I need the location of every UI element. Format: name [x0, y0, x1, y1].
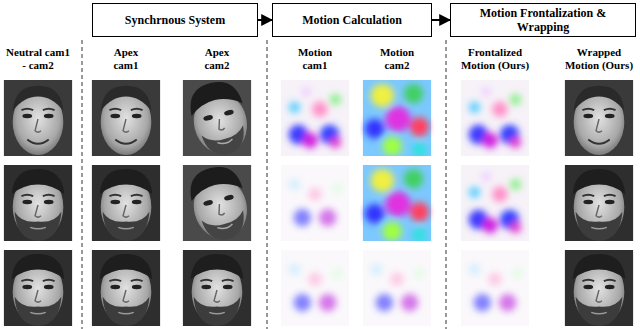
flow-map — [281, 165, 349, 241]
flow-map — [281, 80, 349, 156]
separator-line — [446, 40, 447, 329]
face-photo — [183, 77, 254, 161]
column-label: Frontalized Motion (Ours) — [457, 46, 533, 72]
flow-map — [363, 250, 431, 326]
stage-header-box: Motion Calculation — [272, 3, 432, 37]
column-label: Apex cam1 — [106, 46, 146, 72]
column-label: Wrapped Motion (Ours) — [561, 46, 637, 72]
face-photo — [565, 165, 633, 241]
flow-map — [461, 165, 529, 241]
column-label: Motion cam1 — [292, 46, 338, 72]
column-label: Neutral cam1 - cam2 — [6, 46, 70, 72]
face-photo — [565, 250, 633, 326]
stage-title: Synchrnous System — [125, 13, 225, 27]
column-label: Apex cam2 — [197, 46, 237, 72]
face-photo — [92, 250, 160, 326]
face-photo — [4, 250, 72, 326]
face-photo — [4, 80, 72, 156]
flow-map — [363, 80, 431, 158]
face-photo — [565, 80, 633, 156]
flow-map — [363, 165, 431, 243]
flow-map — [461, 80, 529, 156]
stage-header-box: Motion Frontalization & Wrapping — [450, 3, 636, 37]
stage-title: Motion Frontalization & Wrapping — [459, 6, 627, 34]
stage-title: Motion Calculation — [302, 13, 402, 27]
face-photo — [92, 80, 160, 156]
separator-line — [82, 40, 83, 329]
flow-arrow — [258, 19, 272, 21]
face-photo — [183, 250, 251, 326]
column-label: Motion cam2 — [374, 46, 420, 72]
separator-line — [267, 40, 268, 329]
face-photo — [4, 165, 72, 241]
stage-header-box: Synchrnous System — [92, 3, 258, 37]
flow-arrow — [432, 19, 450, 21]
face-photo — [92, 165, 160, 241]
flow-map — [461, 250, 529, 326]
flow-map — [281, 250, 349, 326]
face-photo — [183, 162, 254, 246]
